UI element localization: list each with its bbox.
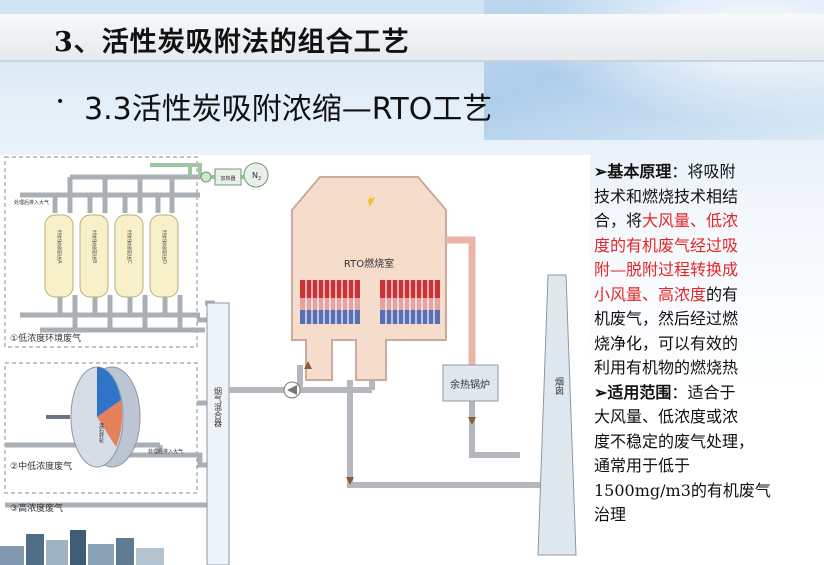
- adsorber-b-label: 活性炭吸附床B: [91, 229, 97, 264]
- principle-line-6: 机废气，然后经过燃: [594, 307, 814, 332]
- description-panel: ➢基本原理：将吸附 技术和燃烧技术相结 合，将大风量、低浓 度的有机废气经过吸 …: [594, 160, 814, 528]
- rto-media: [300, 280, 440, 324]
- rto-to-boiler-pipe: [446, 236, 476, 365]
- principle-text: 利用有机物的燃烧热: [594, 358, 739, 377]
- adsorber-c: [114, 214, 144, 298]
- boiler-label: 余热锅炉: [450, 378, 490, 391]
- principle-highlight: 小风量、高浓度: [594, 284, 707, 304]
- principle-line-8: 利用有机物的燃烧热: [594, 356, 814, 381]
- application-line-3: 通常用于低于: [594, 454, 814, 479]
- adsorber-d: [149, 214, 179, 298]
- application-text: 度不稳定的废气处理，: [594, 431, 755, 451]
- principle-heading: ➢基本原理: [594, 162, 672, 181]
- application-line-1: 大风量、低浓度或浓: [594, 405, 814, 430]
- adsorber-manifold: [20, 174, 205, 333]
- mid-conc-label: ②中低浓度废气: [10, 460, 72, 472]
- rto-chamber: [291, 176, 447, 381]
- city-skyline: [0, 530, 164, 565]
- principle-text: 的有: [706, 284, 739, 304]
- application-line-0: ➢适用范围：适合于: [594, 381, 814, 406]
- flame-icon: [368, 193, 375, 207]
- rto-label: RTO燃烧室: [344, 257, 394, 270]
- chimney-label: 烟囱: [553, 376, 564, 396]
- section-title: 3、活性炭吸附法的组合工艺: [54, 27, 410, 58]
- principle-text: 合，将: [594, 211, 643, 230]
- principle-text: 将吸附: [687, 162, 736, 181]
- application-line-2: 度不稳定的废气处理，: [594, 430, 814, 455]
- adsorber-a-label: 活性炭吸附床A: [56, 229, 62, 264]
- application-heading: ➢适用范围: [594, 382, 672, 402]
- application-line-5: 治理: [594, 503, 814, 528]
- process-diagram: 加热器 N2 处理后排入大气 活性炭吸附床A 活性炭吸附床B 活性炭吸附床C 活…: [4, 156, 577, 565]
- adsorber-tanks: [44, 214, 179, 298]
- heater-label: 加热器: [220, 175, 235, 182]
- title-bar: [0, 14, 824, 62]
- principle-line-2: 合，将大风量、低浓: [594, 209, 814, 234]
- subtitle-bullet: •: [56, 94, 65, 110]
- principle-colon: ：: [671, 162, 688, 181]
- principle-line-3: 度的有机废气经过吸: [594, 234, 814, 259]
- principle-text: 机废气，然后经过燃: [594, 309, 739, 328]
- principle-text: 烧净化，可以有效的: [594, 333, 739, 353]
- heater-box: [214, 168, 242, 186]
- principle-line-5: 小风量、高浓度的有: [594, 283, 814, 308]
- fan-blade: [287, 385, 297, 395]
- exhaust-mid-label: 处理后排入大气: [148, 448, 183, 455]
- application-text: 通常用于低于: [594, 456, 691, 475]
- adsorber-d-label: 活性炭吸附床D: [161, 229, 167, 264]
- subtitle: 3.3活性炭吸附浓缩—RTO工艺: [84, 92, 493, 127]
- high-conc-label: ③高浓度废气: [10, 502, 63, 514]
- adsorber-c-label: 活性炭吸附床C: [126, 229, 132, 264]
- flow-arrows: [304, 361, 476, 485]
- rotor-desorb-sector: [97, 367, 121, 417]
- application-colon: ：: [671, 382, 688, 402]
- application-text: 1500mg/m3的有机废气: [594, 480, 771, 500]
- gas-mixer: [206, 302, 230, 565]
- exhaust-top-label: 处理后排入大气: [14, 199, 49, 206]
- principle-highlight: 度的有机废气经过吸: [594, 235, 739, 255]
- principle-line-0: ➢基本原理：将吸附: [594, 160, 814, 185]
- principle-line-7: 烧净化，可以有效的: [594, 332, 814, 357]
- application-line-4: 1500mg/m3的有机废气: [594, 479, 814, 504]
- n2-tank-icon: [243, 162, 269, 188]
- low-conc-label: ①低浓度环境废气: [10, 332, 81, 344]
- principle-highlight: 附—脱附过程转换成: [594, 260, 739, 279]
- application-text: 大风量、低浓度或浓: [594, 407, 739, 426]
- principle-line-1: 技术和燃烧技术相结: [594, 185, 814, 210]
- principle-text: 技术和燃烧技术相结: [594, 186, 739, 206]
- rotor-label: 沸石转轮: [98, 422, 104, 444]
- gas-mixer-label: 烟气混合器: [214, 387, 223, 428]
- n2-label: N2: [252, 171, 261, 182]
- adsorption-zone-box: [4, 156, 198, 348]
- valve-icon: [200, 171, 212, 183]
- adsorber-b: [79, 214, 109, 298]
- adsorber-a: [44, 214, 74, 298]
- waste-heat-boiler: [442, 364, 499, 402]
- application-text: 治理: [594, 505, 627, 524]
- principle-highlight: 大风量、低浓: [642, 211, 739, 230]
- application-text: 适合于: [687, 382, 736, 402]
- principle-line-4: 附—脱附过程转换成: [594, 258, 814, 283]
- chimney: [537, 274, 577, 556]
- rotor-cool-sector: [97, 400, 123, 447]
